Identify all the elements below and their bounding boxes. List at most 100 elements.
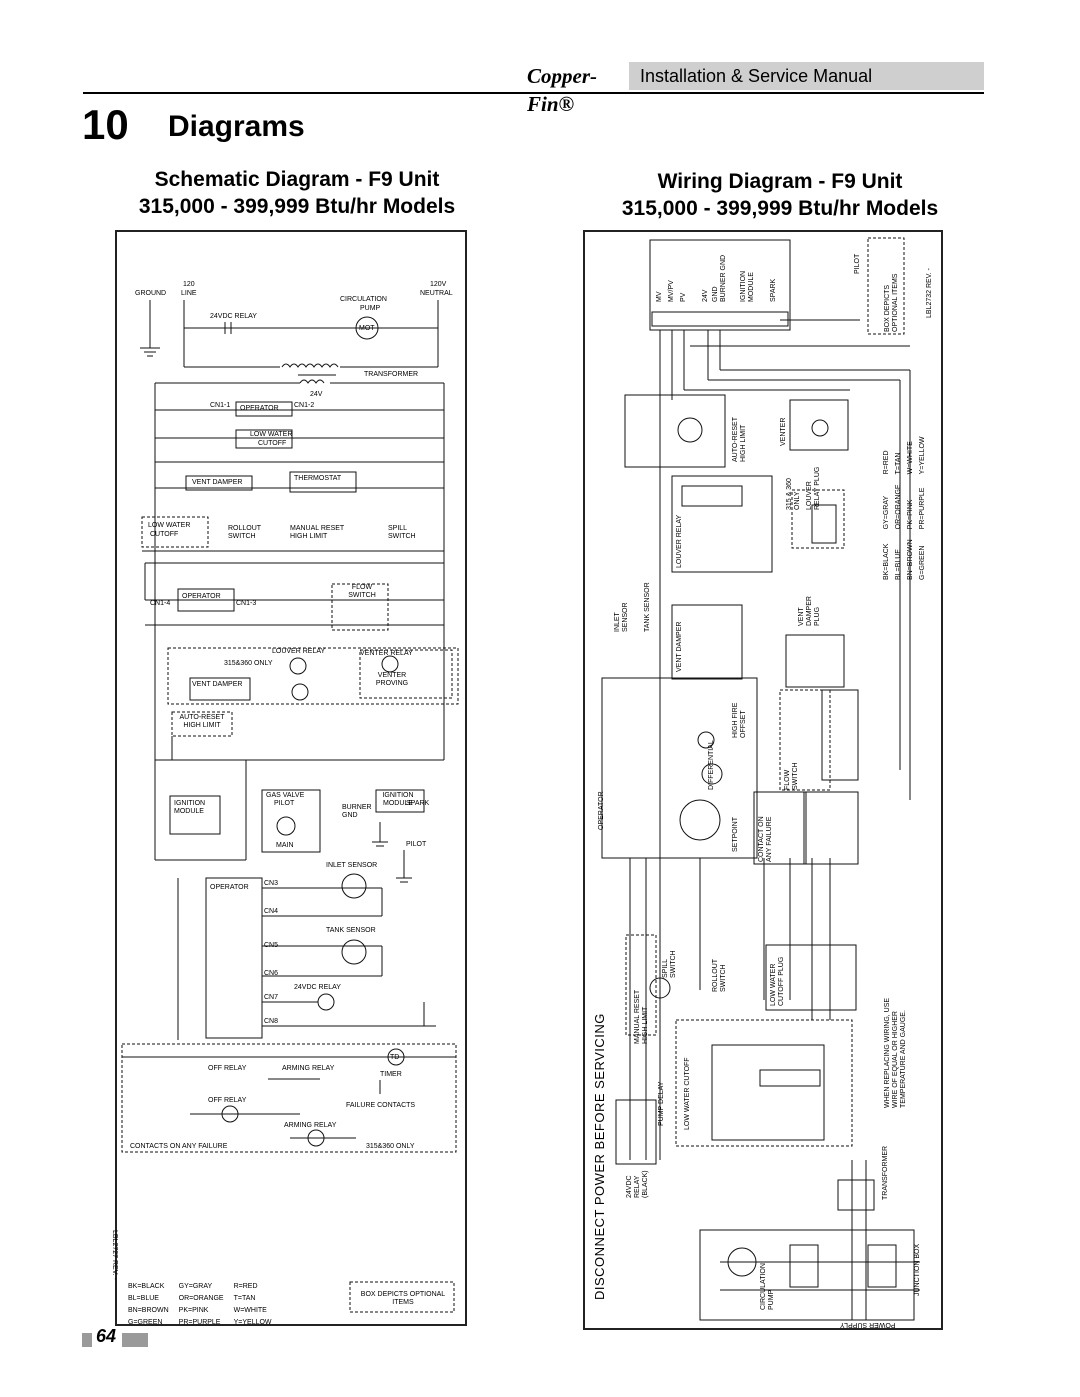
arming-relay-label-2: ARMING RELAY [284,1122,337,1129]
mv-label: MV [656,291,663,303]
wiring-box-note: BOX DEPICTS OPTIONAL ITEMS [884,273,899,332]
pilot-label: PILOT [274,800,295,807]
transformer-label: TRANSFORMER [364,371,419,378]
vent-damper-plug-label: VENT DAMPER PLUG [798,596,821,626]
tank-sensor-wiring-label: TANK SENSOR [644,582,651,632]
setpoint-label: SETPOINT [732,816,739,852]
24v-label: 24V [310,391,323,398]
off-relay-label-2: OFF RELAY [208,1097,247,1104]
louver-relay-label: LOUVER RELAY [272,648,326,655]
burner-gnd-wiring-label: BURNER GND [720,254,727,302]
transformer-wiring-label: TRANSFORMER [882,1145,889,1200]
24vdc-relay-label-2: 24VDC RELAY [294,984,341,991]
line-label: LINE [181,290,197,297]
td-label: TD [390,1054,400,1061]
failure-contacts-label: FAILURE CONTACTS [346,1102,416,1109]
footer-bar-left [82,1333,92,1347]
lwco-plug-label: LOW WATER CUTOFF PLUG [770,956,785,1006]
low-water-label: LOW WATER [250,431,293,438]
footer-bar-right [122,1333,148,1347]
wiring-subtitle: 315,000 - 399,999 Btu/hr Models [621,197,939,220]
ignition-module-label: IGNITION MODULE [382,792,414,807]
schematic-subtitle: 315,000 - 399,999 Btu/hr Models [138,195,456,218]
brand-logo: Copper-Fin® [527,64,597,116]
flow-switch-label: FLOW SWITCH [348,584,376,599]
header-rule [83,92,984,94]
flow-switch-wiring-label: FLOW SWITCH [784,762,799,790]
cn1-3-label: CN1-3 [236,600,257,607]
circulation-label: CIRCULATION [340,296,387,303]
wiring-diagram [583,230,943,1330]
timer-label: TIMER [380,1071,402,1078]
arming-relay-label: ARMING RELAY [282,1065,335,1072]
cn3-label: CN3 [264,880,279,887]
ground-label: GROUND [135,290,167,297]
spark-wiring-label: SPARK [770,278,777,302]
cutoff-label: CUTOFF [258,440,287,447]
cn1-1-label: CN1-1 [210,402,231,409]
venter-proving-label: VENTER PROVING [375,672,409,687]
gas-valve-label: GAS VALVE [266,792,305,799]
pilot-label-2: PILOT [406,841,427,848]
vent-damper-label: VENT DAMPER [192,479,243,486]
disconnect-power-note: DISCONNECT POWER BEFORE SERVICING [592,1013,607,1300]
line-120-label: 120 [183,281,195,288]
section-number: 10 [82,101,129,148]
header-bar [629,62,984,90]
auto-reset-label: AUTO-RESET HIGH LIMIT [179,714,225,729]
louver-relay-plug-label: LOUVER RELAY PLUG [806,466,821,510]
ignition-module-label-2: IGNITION MODULE [174,800,206,815]
inlet-sensor-label: INLET SENSOR [326,862,378,869]
operator-wiring-label: OPERATOR [598,791,605,830]
motor-label: MOT [359,325,375,332]
pv-label: PV [680,292,687,302]
120v-label: 120V [430,281,447,288]
24vdc-relay-label: 24VDC RELAY [210,313,257,320]
spark-label: SPARK [406,800,430,807]
wiring-title: Wiring Diagram - F9 Unit [657,170,903,193]
manual-reset-label: MANUAL RESET HIGH LIMIT [290,525,345,540]
ignition-module-wiring-label: IGNITION MODULE [740,270,755,302]
neutral-label: NEUTRAL [420,290,453,297]
high-fire-offset-label: HIGH FIRE OFFSET [732,702,747,738]
rollout-switch-wiring-label: ROLLOUT SWITCH [712,959,727,992]
schematic-diagram [115,230,467,1326]
schematic-title: Schematic Diagram - F9 Unit [154,168,440,191]
operator-label: OPERATOR [240,405,279,412]
pilot-wiring-label: PILOT [854,253,861,274]
315-360-wiring-label: 315 & 360 ONLY [786,478,801,510]
vent-damper-wiring-label: VENT DAMPER [676,621,683,672]
power-supply-label: POWER SUPPLY [840,1321,896,1328]
schematic-label-code: LBL2727 REV. - [111,1230,118,1280]
cn6-label: CN6 [264,970,279,977]
cutoff-label-2: CUTOFF [150,531,179,538]
rollout-switch-label: ROLLOUT SWITCH [228,525,261,540]
venter-wiring-label: VENTER [780,417,787,446]
spill-switch-wiring-label: SPILL SWITCH [662,950,677,978]
main-label: MAIN [276,842,294,849]
cn1-2-label: CN1-2 [294,402,315,409]
manual-title: Installation & Service Manual [640,66,873,86]
spill-switch-label: SPILL SWITCH [388,525,416,540]
burner-gnd-label: BURNER GND [342,804,372,819]
pump-delay-label: PUMP DELAY [658,1081,665,1126]
manual-reset-wiring-label: MANUAL RESET HIGH LIMIT [634,989,649,1044]
schematic-box-note: BOX DEPICTS OPTIONAL ITEMS [360,1291,446,1306]
315-360-only-label-2: 315&360 ONLY [366,1143,415,1150]
page-number: 64 [96,1326,117,1346]
venter-relay-label: VENTER RELAY [360,650,413,657]
low-water-cutoff-label: LOW WATER [148,522,191,529]
315-360-only-label: 315&360 ONLY [224,660,273,667]
cn1-4-label: CN1-4 [150,600,171,607]
replace-wiring-note: WHEN REPLACING WIRING, USE WIRE OF EQUAL… [884,997,907,1108]
inlet-sensor-wiring-label: INLET SENSOR [614,602,629,632]
cn5-label: CN5 [264,942,279,949]
vent-damper-label-2: VENT DAMPER [192,681,243,688]
operator-label-2: OPERATOR [182,593,221,600]
contact-failure-label: CONTACT ON ANY FAILURE [758,816,773,862]
operator-label-3: OPERATOR [210,884,249,891]
24v-wiring-label: 24V [702,289,709,302]
